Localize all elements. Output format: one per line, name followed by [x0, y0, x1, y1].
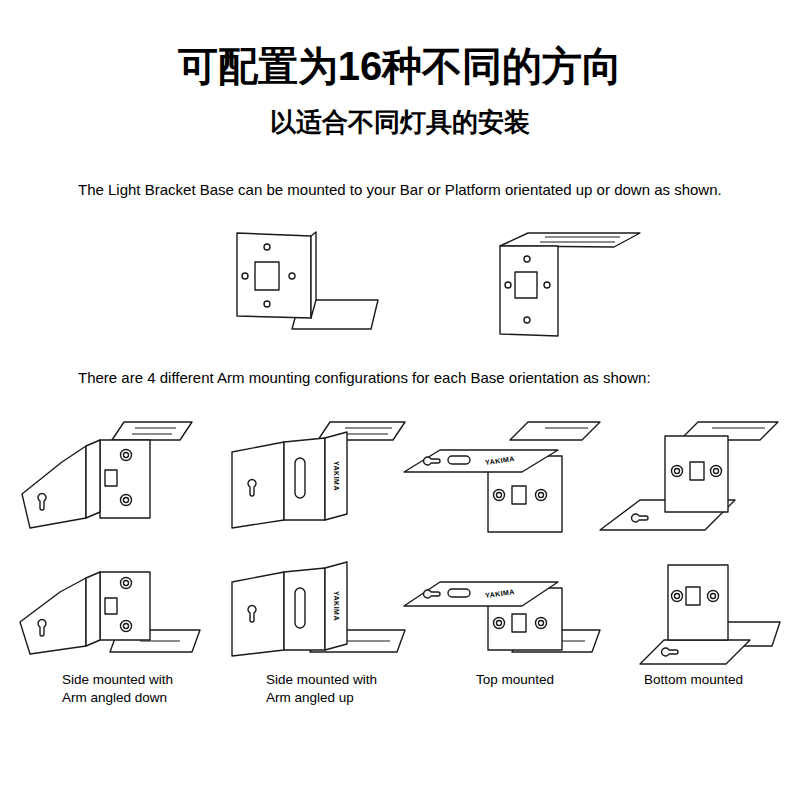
assembly-side-up [232, 422, 405, 528]
note-text: There are 4 different Arm mounting confi… [78, 368, 788, 387]
base-down [500, 233, 640, 336]
base-up [237, 232, 378, 329]
figure-caption: Bottom mounted [644, 671, 743, 689]
brand-mark: YAKIMA [332, 461, 340, 491]
assembly-top [404, 582, 600, 652]
figure-caption: Side mounted with Arm angled down [62, 671, 190, 707]
assembly-side-down [20, 572, 200, 654]
assembly-bottom [640, 565, 780, 664]
title: 可配置为16种不同的方向 [0, 42, 800, 90]
assembly-side-down [22, 422, 192, 528]
assembly-bottom [600, 422, 778, 530]
figure-caption: Top mounted [476, 671, 554, 689]
assembly-top [404, 422, 600, 532]
brand-mark: YAKIMA [332, 591, 340, 621]
note-text: The Light Bracket Base can be mounted to… [78, 180, 758, 199]
figure-caption: Side mounted with Arm angled up [266, 671, 390, 707]
assembly-side-up [232, 562, 405, 656]
subtitle: 以适合不同灯具的安装 [0, 106, 800, 138]
